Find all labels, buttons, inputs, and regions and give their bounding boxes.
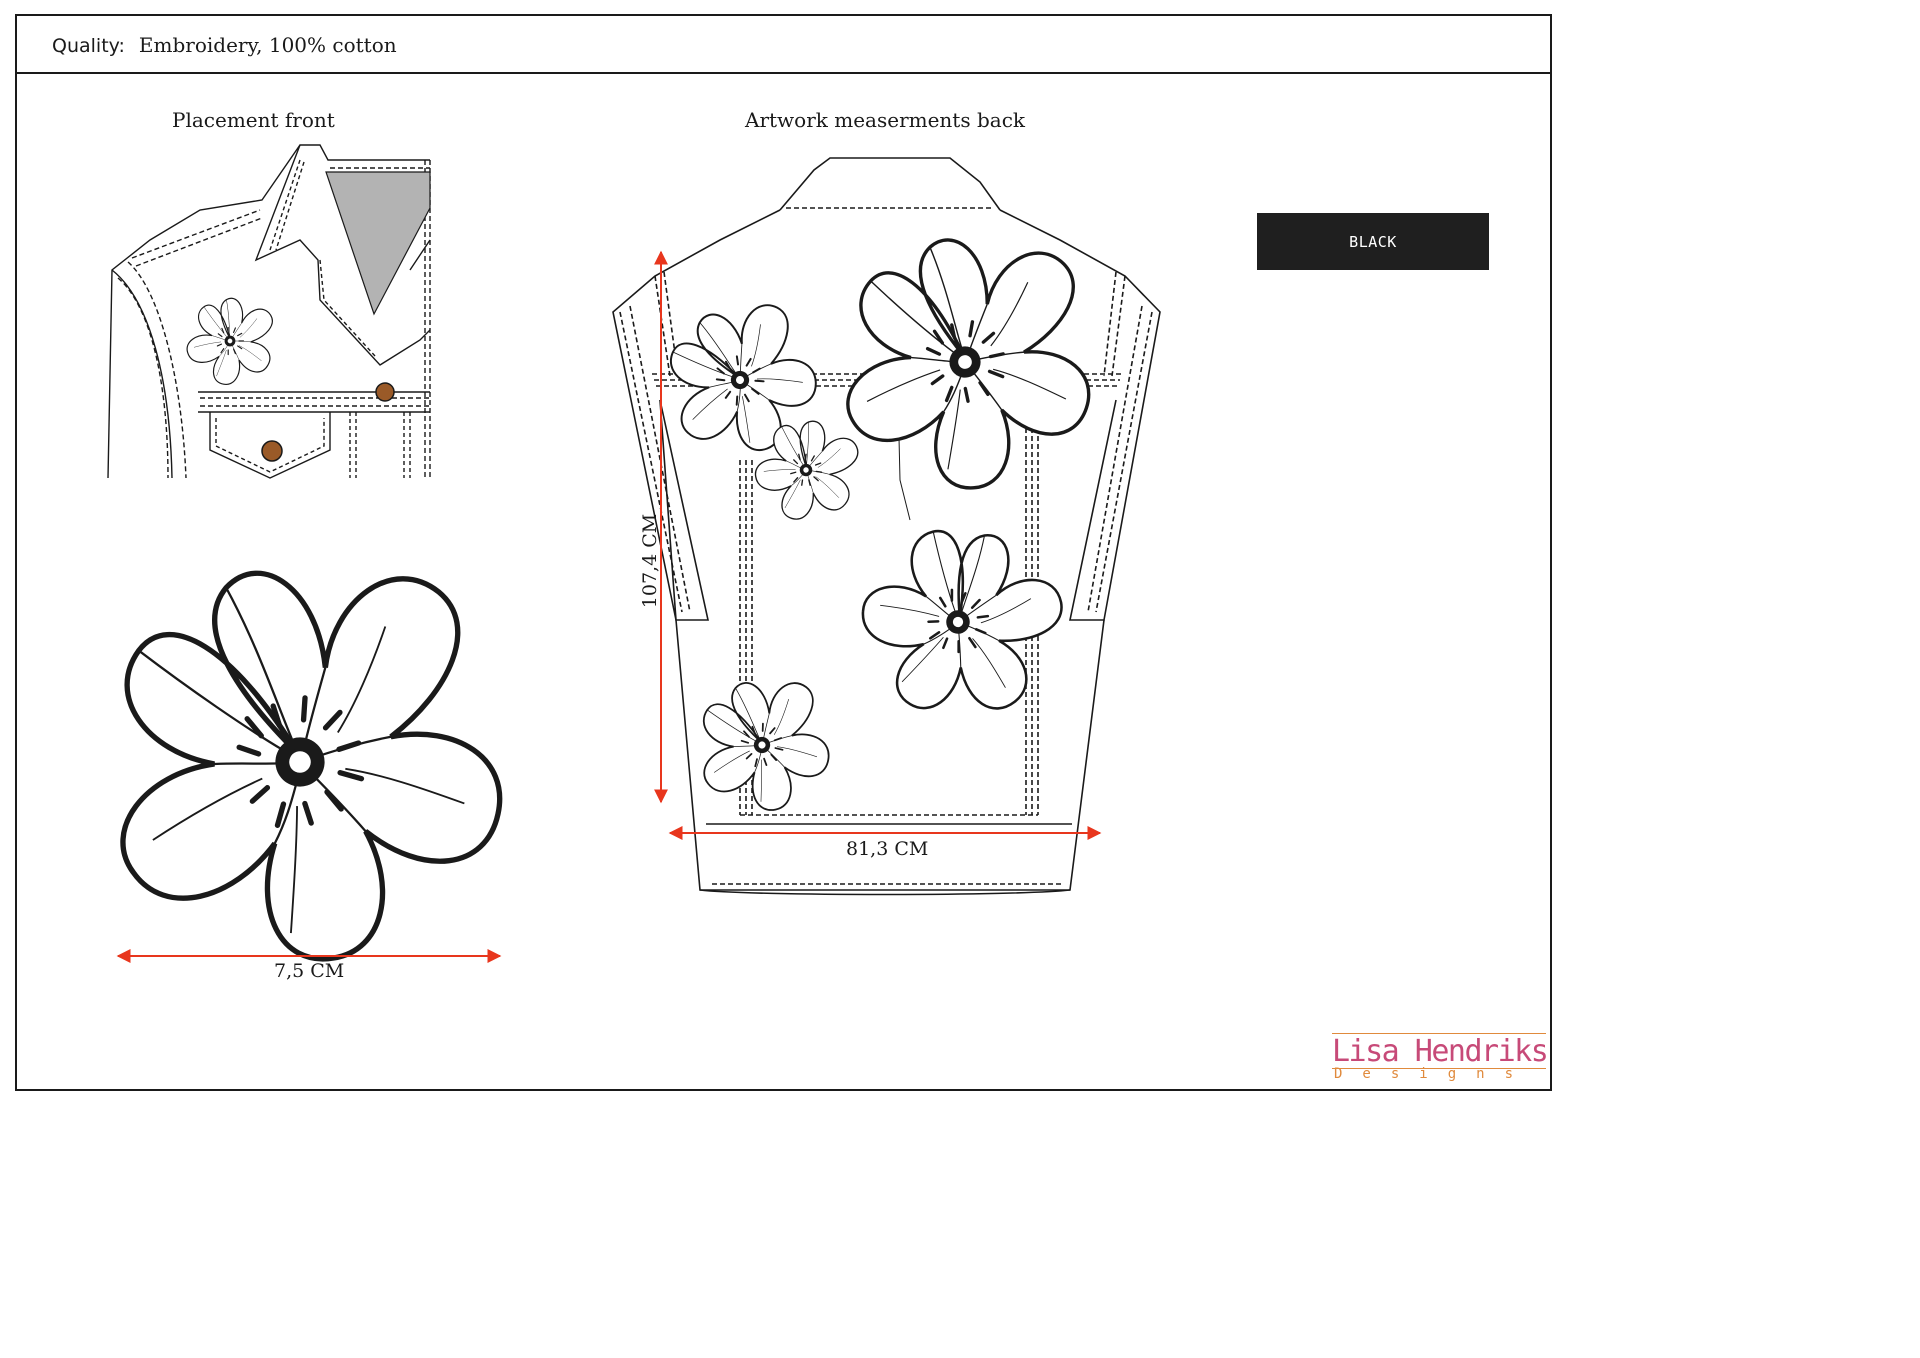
back-width-label: 81,3 CM: [846, 838, 929, 860]
logo-subtitle: Designs: [1334, 1066, 1534, 1082]
quality-line: Quality: Embroidery, 100% cotton: [52, 33, 397, 57]
front-button-pocket: [261, 440, 283, 462]
logo-rule-mid: [1332, 1068, 1546, 1069]
color-swatch-black: BLACK: [1257, 213, 1489, 270]
header-divider: [17, 72, 1550, 74]
flower-width-label: 7,5 CM: [274, 960, 345, 982]
back-flower-right: [834, 499, 1080, 746]
front-jacket-drawing: [107, 144, 431, 479]
front-flower-placement: [186, 297, 273, 385]
artwork-back-title: Artwork measerments back: [745, 108, 1026, 132]
logo-name: Lisa Hendriks: [1332, 1034, 1549, 1069]
back-flower-lower-left: [678, 661, 846, 830]
back-flower-large: [816, 214, 1113, 513]
flower-detail-large: [54, 517, 545, 1010]
front-button-top: [375, 382, 395, 402]
logo-rule-top: [1332, 1033, 1546, 1034]
placement-front-title: Placement front: [172, 108, 335, 132]
back-jacket-drawing: [612, 157, 1161, 896]
back-height-label: 107,4 CM: [639, 513, 661, 609]
collar-shade: [325, 171, 431, 316]
sheet-frame: [15, 14, 1552, 1091]
quality-value: Embroidery, 100% cotton: [138, 33, 397, 57]
brand-logo: Lisa Hendriks Designs: [1332, 1033, 1549, 1088]
technical-drawing: [0, 144, 1161, 1109]
quality-label: Quality:: [52, 35, 125, 57]
